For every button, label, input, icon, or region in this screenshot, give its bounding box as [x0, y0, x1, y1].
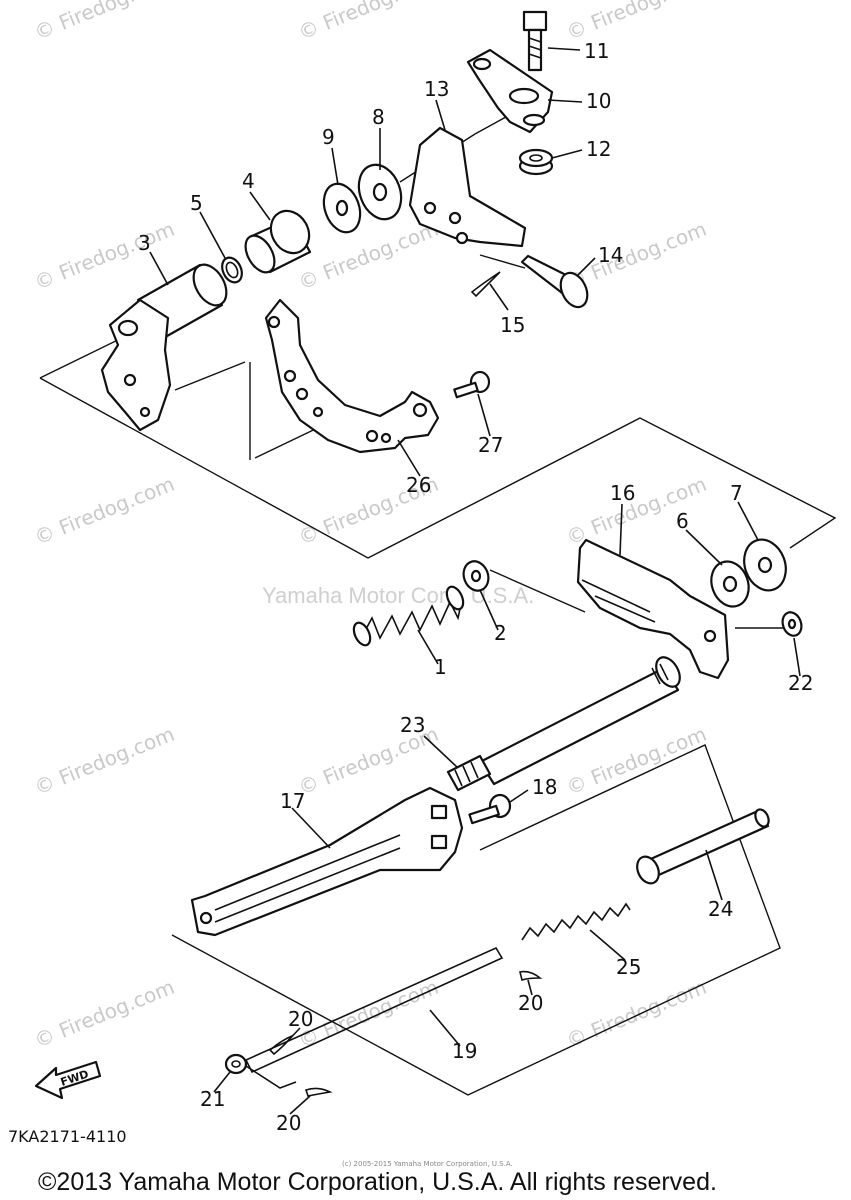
washer-2: [462, 560, 490, 592]
screw-27: [453, 370, 491, 399]
center-watermark: Yamaha Motor Corp. U.S.A.: [262, 583, 534, 608]
watermark: © Firedog.com: [563, 975, 710, 1053]
washer-8: [357, 163, 403, 221]
nut-12: [518, 148, 554, 176]
callout-number: 7: [730, 481, 743, 505]
callout-number: 3: [138, 231, 151, 255]
pin-14: [520, 254, 589, 309]
callouts: 11 10 12 13 8 9 4 5 3 14 15 27 26 16 7 6…: [138, 39, 813, 1135]
fwd-label: FWD: [59, 1068, 90, 1089]
callout-number: 22: [788, 671, 813, 695]
bolt-18: [468, 793, 512, 825]
fine-print: (c) 2005-2015 Yamaha Motor Corporation, …: [342, 1160, 513, 1168]
washer-9: [322, 182, 362, 234]
callout-number: 17: [280, 789, 305, 813]
callout-number: 20: [288, 1007, 313, 1031]
watermark: © Firedog.com: [31, 0, 178, 45]
callout-number: 1: [434, 655, 447, 679]
pipe-24: [636, 808, 770, 885]
watermark: © Firedog.com: [295, 0, 442, 45]
callout-number: 5: [190, 191, 203, 215]
washer-22: [781, 611, 803, 637]
swivel-shaft-3: [100, 263, 228, 432]
bracket-13: [408, 126, 527, 248]
watermark: © Firedog.com: [31, 472, 178, 550]
callout-number: 12: [586, 137, 611, 161]
callout-number: 6: [676, 509, 689, 533]
rod-19: [244, 946, 504, 1089]
callout-number: 8: [372, 105, 385, 129]
part-code: 7KA2171-4110: [8, 1127, 127, 1146]
callout-number: 4: [242, 169, 255, 193]
nut-21: [224, 1053, 248, 1075]
bushing-4: [244, 209, 312, 274]
fwd-arrow-icon: FWD: [34, 1060, 102, 1100]
callout-number: 15: [500, 313, 525, 337]
callout-number: 20: [276, 1111, 301, 1135]
callout-number: 2: [494, 621, 507, 645]
callout-number: 13: [424, 77, 449, 101]
watermark: © Firedog.com: [295, 217, 442, 295]
watermark: © Firedog.com: [31, 722, 178, 800]
leader-lines: [149, 47, 801, 1115]
callout-number: 11: [584, 39, 609, 63]
bolt-11: [522, 10, 548, 72]
tube-shaft: [478, 656, 681, 786]
watermark: © Firedog.com: [563, 0, 710, 45]
callout-number: 19: [452, 1039, 477, 1063]
callout-number: 25: [616, 955, 641, 979]
link-bracket-10: [466, 48, 554, 134]
bracket-16: [576, 538, 730, 680]
callout-number: 20: [518, 991, 543, 1015]
plate-26: [264, 298, 440, 454]
callout-number: 9: [322, 125, 335, 149]
callout-number: 14: [598, 243, 623, 267]
spring-25: [521, 902, 631, 941]
watermark: © Firedog.com: [31, 217, 178, 295]
washer-7: [743, 538, 787, 592]
callout-number: 27: [478, 433, 503, 457]
callout-number: 16: [610, 481, 635, 505]
callout-number: 23: [400, 713, 425, 737]
callout-number: 21: [200, 1087, 225, 1111]
circlip-5: [221, 256, 243, 284]
callout-number: 26: [406, 473, 431, 497]
copyright-footer: ©2013 Yamaha Motor Corporation, U.S.A. A…: [38, 1168, 717, 1196]
washer-6: [710, 560, 750, 608]
cotter-pin-15: [470, 271, 501, 298]
watermark: © Firedog.com: [31, 975, 178, 1053]
assembly-outline: [39, 111, 837, 1096]
callout-number: 24: [708, 897, 733, 921]
spring-1: [352, 585, 465, 647]
callout-number: 18: [532, 775, 557, 799]
lever-17: [190, 786, 464, 937]
spring-23: [446, 754, 492, 792]
callout-number: 10: [586, 89, 611, 113]
